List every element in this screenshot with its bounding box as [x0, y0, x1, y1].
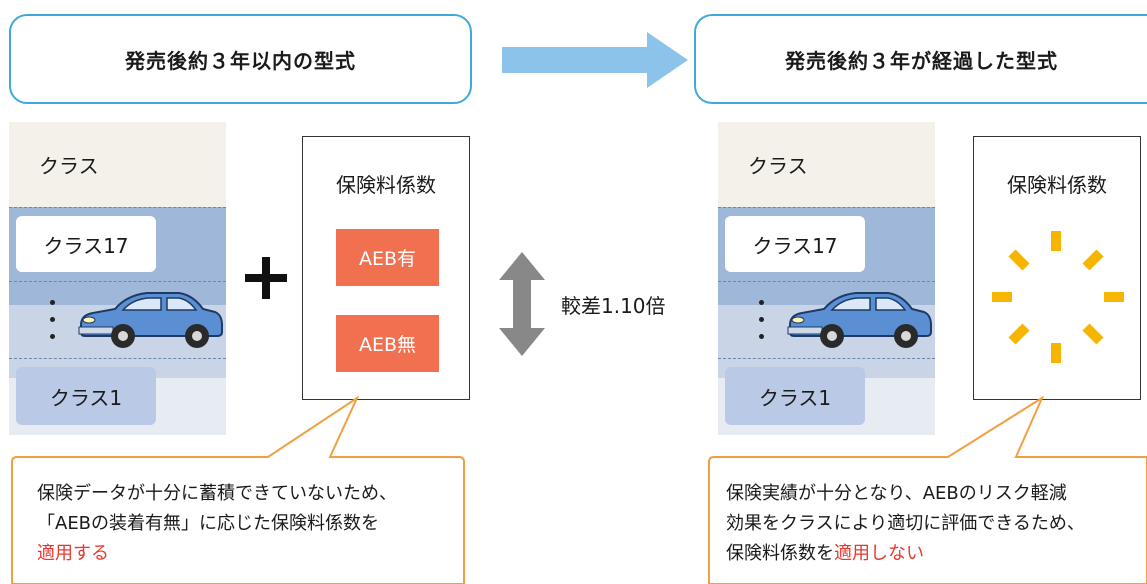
divider	[718, 281, 935, 282]
right-callout-prefix: 保険料係数を	[726, 543, 834, 564]
divider	[9, 207, 226, 208]
left-callout-text: 保険データが十分に蓄積できていないため、 「AEBの装着有無」に応じた保険料係数…	[37, 479, 397, 569]
left-coefficient-box: 保険料係数 AEB有 AEB無	[302, 136, 470, 400]
left-title: 発売後約３年以内の型式	[125, 48, 356, 73]
vertical-ellipsis-icon	[50, 300, 56, 340]
right-callout-line3: 保険料係数を適用しない	[726, 539, 1085, 569]
class-17-label: クラス17	[725, 216, 865, 272]
sparkle-icon	[988, 227, 1128, 371]
car-icon	[784, 285, 934, 355]
right-title: 発売後約３年が経過した型式	[785, 48, 1058, 73]
right-title-box: 発売後約３年が経過した型式	[694, 14, 1147, 104]
divider	[9, 281, 226, 282]
right-callout-text: 保険実績が十分となり、AEBのリスク軽減 効果をクラスにより適切に評価できるため…	[726, 479, 1085, 569]
left-class-column: クラス クラス17 クラス1	[9, 122, 226, 435]
right-coefficient-box: 保険料係数	[973, 136, 1141, 400]
right-class-column: クラス クラス17 クラス1	[718, 122, 935, 435]
left-callout-highlight: 適用する	[37, 543, 109, 564]
aeb-yes-badge: AEB有	[336, 229, 439, 286]
coefficient-title: 保険料係数	[336, 173, 436, 197]
class-1-label: クラス1	[16, 367, 156, 425]
class-header-band	[9, 122, 226, 207]
left-title-box: 発売後約３年以内の型式	[9, 14, 472, 104]
aeb-no-badge: AEB無	[336, 315, 439, 372]
difference-label: 較差1.10倍	[561, 294, 666, 318]
divider	[718, 207, 935, 208]
double-arrow-icon	[499, 252, 545, 360]
right-callout-highlight: 適用しない	[834, 543, 924, 564]
class-header-band	[718, 122, 935, 207]
class-1-label: クラス1	[725, 367, 865, 425]
left-callout-line2: 「AEBの装着有無」に応じた保険料係数を	[37, 513, 380, 534]
right-callout-line2: 効果をクラスにより適切に評価できるため、	[726, 513, 1085, 534]
left-callout-line1: 保険データが十分に蓄積できていないため、	[37, 483, 397, 504]
divider	[718, 358, 935, 359]
class-header-label: クラス	[748, 154, 808, 178]
right-arrow-icon	[502, 32, 688, 92]
vertical-ellipsis-icon	[759, 300, 765, 340]
class-header-label: クラス	[39, 154, 99, 178]
right-callout-line1: 保険実績が十分となり、AEBのリスク軽減	[726, 483, 1067, 504]
car-icon	[75, 285, 225, 355]
coefficient-title: 保険料係数	[1007, 173, 1107, 197]
class-17-label: クラス17	[16, 216, 156, 272]
divider	[9, 358, 226, 359]
